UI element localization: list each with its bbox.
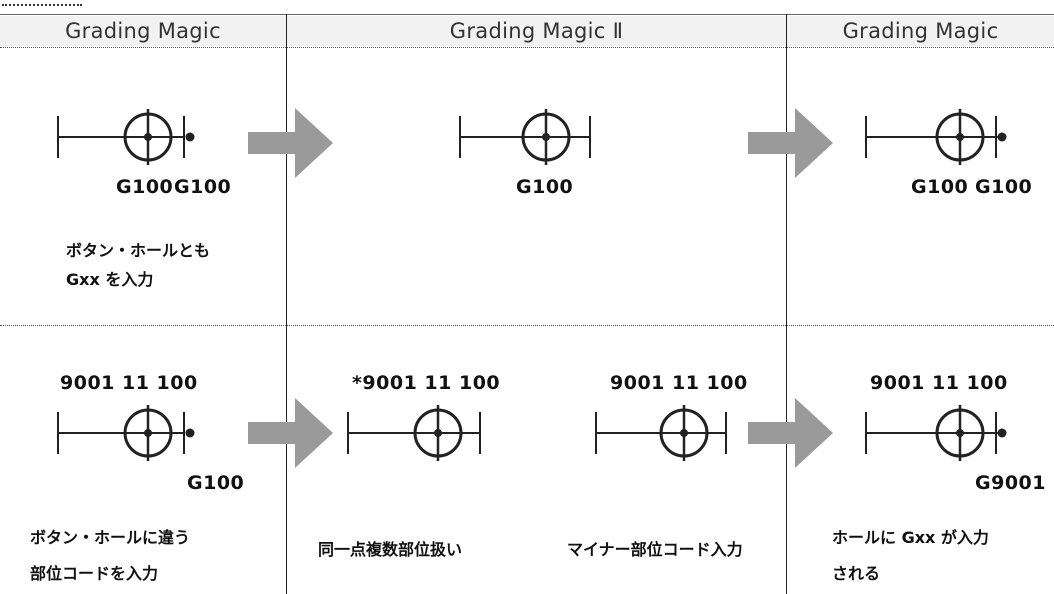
button-hole-symbol-with-dot [57,405,195,461]
button-hole-symbol-with-dot [865,405,1007,461]
button-hole-symbol-with-dot [865,109,1007,165]
arrow-right-icon [248,398,333,468]
top-col3-code-right: G100 [975,176,1033,198]
header-grading-magic-left: Grading Magic [0,16,286,46]
bottom-col2b-code-top: 9001 11 100 [610,372,748,394]
bottom-col2a-desc: 同一点複数部位扱い [318,540,463,559]
bottom-col1-desc-line2: 部位コードを入力 [30,564,159,583]
header-grading-magic-right: Grading Magic [787,16,1054,46]
bottom-col3-desc-line2: される [832,564,881,583]
column-divider-2 [786,14,787,594]
bottom-col3-code-top: 9001 11 100 [870,372,1008,394]
bottom-col2b-desc: マイナー部位コード入力 [567,540,743,559]
top-col1-code-right: G100 [174,176,232,198]
top-partial-strip [0,0,1054,7]
arrow-right-icon [748,398,833,468]
top-col3-code-left: G100 [911,176,969,198]
bottom-col3-code-right: G9001 [975,472,1046,494]
button-hole-symbol [595,405,727,461]
top-col2-code: G100 [516,176,574,198]
bottom-col2a-code-top: *9001 11 100 [352,372,501,394]
table-top-border [0,14,1054,15]
header-grading-magic-2: Grading Magic Ⅱ [287,16,786,46]
bottom-col1-desc-line1: ボタン・ホールに違う [30,528,191,547]
header-divider [0,47,1054,48]
bottom-col1-code-right: G100 [187,472,245,494]
row-divider [0,325,1054,326]
button-hole-symbol [459,109,591,165]
button-hole-symbol-with-dot [57,109,195,165]
column-divider-1 [286,14,287,594]
bottom-col1-code-top: 9001 11 100 [60,372,198,394]
top-col1-desc-line2: Gxx を入力 [66,270,154,289]
button-hole-symbol [347,405,481,461]
arrow-right-icon [248,108,333,178]
bottom-col3-desc-line1: ホールに Gxx が入力 [832,528,989,547]
top-col1-desc-line1: ボタン・ホールとも [66,241,211,260]
top-col1-code-left: G100 [116,176,174,198]
arrow-right-icon [748,108,833,178]
